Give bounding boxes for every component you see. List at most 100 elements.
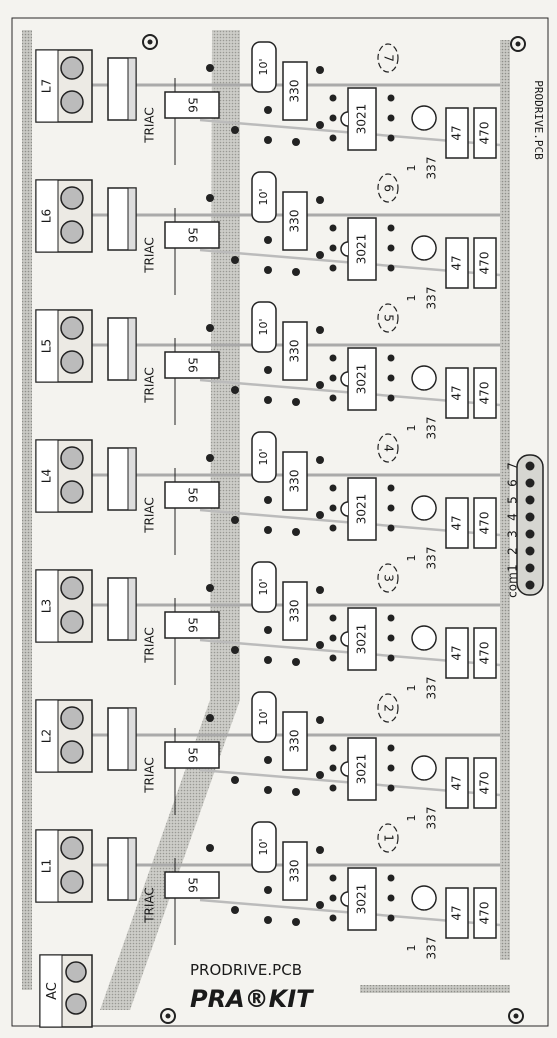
resistor-47-value: 47 [450, 385, 464, 400]
solder-pad [264, 136, 272, 144]
triac-tab [127, 707, 137, 771]
ic-pin [329, 524, 337, 532]
ic-pin [387, 94, 395, 102]
resistor-47-value: 47 [450, 125, 464, 140]
gate-resistor-value: 56 [186, 877, 200, 892]
connector-label: 4 [506, 513, 520, 521]
ic-pin [329, 264, 337, 272]
solder-pad [292, 398, 300, 406]
load-label: L2 [40, 729, 54, 743]
transistor-pin-label: 1 [405, 425, 418, 432]
channel-number: 2 [382, 704, 396, 712]
solder-pad [292, 918, 300, 926]
ic-pin [387, 654, 395, 662]
terminal-screw [60, 316, 84, 340]
solder-pad [264, 366, 272, 374]
ic-pin [329, 354, 337, 362]
solder-pad [264, 916, 272, 924]
gate-resistor [164, 481, 220, 509]
triac-tab [127, 187, 137, 251]
transistor [411, 885, 437, 911]
ic-pin [329, 244, 337, 252]
resistor-47-value: 47 [450, 905, 464, 920]
terminal-label-area [35, 309, 59, 383]
load-label: L7 [40, 79, 54, 93]
ic-pin [329, 224, 337, 232]
transistor-label: 337 [425, 157, 439, 180]
resistor-330-value: 330 [288, 80, 302, 103]
capacitor [251, 561, 277, 613]
channel-number-ring [377, 173, 399, 203]
terminal-screw [60, 836, 84, 860]
capacitor [251, 41, 277, 93]
load-label: L1 [40, 859, 54, 873]
gate-resistor [164, 221, 220, 249]
transistor-pin-label: 1 [405, 685, 418, 692]
transistor-label: 337 [425, 807, 439, 830]
resistor-330 [282, 711, 308, 771]
side-text: PRODRIVE.PCB [532, 80, 545, 160]
ic-pin [387, 244, 395, 252]
solder-pad [264, 786, 272, 794]
resistor-330-value: 330 [288, 470, 302, 493]
capacitor [251, 691, 277, 743]
terminal-screw [60, 610, 84, 634]
capacitor-value: 10' [257, 708, 270, 725]
channel-number: 7 [382, 54, 396, 62]
solder-pad [206, 584, 214, 592]
terminal-screw [60, 350, 84, 374]
terminal-label-area [35, 829, 59, 903]
solder-pad [264, 526, 272, 534]
ac-label: AC [45, 982, 60, 1000]
transistor [411, 235, 437, 261]
resistor-470-value: 470 [478, 772, 492, 795]
ic-pin [329, 654, 337, 662]
resistor-470 [473, 367, 497, 419]
gate-resistor-value: 56 [186, 617, 200, 632]
triac-label: TRIAC [143, 887, 157, 924]
resistor-470 [473, 627, 497, 679]
solder-pad [231, 256, 239, 264]
ic-pin [387, 614, 395, 622]
copper-rail-left [22, 30, 32, 990]
transistor-label: 337 [425, 547, 439, 570]
connector-pin [525, 478, 535, 488]
ic-notch [340, 501, 349, 517]
channel-number: 4 [382, 444, 396, 452]
ic-pin [387, 914, 395, 922]
ic-pin [387, 484, 395, 492]
copper-rail-bottom [360, 985, 510, 993]
optocoupler [347, 867, 377, 931]
solder-pad [264, 886, 272, 894]
solder-pad [231, 646, 239, 654]
terminal-screw [60, 740, 84, 764]
mount-hole-top-left [142, 34, 158, 50]
resistor-470 [473, 497, 497, 549]
ic-pin [329, 134, 337, 142]
gate-resistor-value: 56 [186, 747, 200, 762]
board-filename: PRODRIVE.PCB [190, 961, 302, 979]
mount-hole-bottom-right [508, 1008, 524, 1024]
gate-resistor-value: 56 [186, 357, 200, 372]
solder-pad [316, 456, 324, 464]
transistor-label: 337 [425, 677, 439, 700]
ic-pin [329, 114, 337, 122]
capacitor [251, 431, 277, 483]
triac-tab [127, 447, 137, 511]
solder-pad [264, 236, 272, 244]
ic-pin [387, 264, 395, 272]
connector-pin [525, 580, 535, 590]
terminal-screw [60, 576, 84, 600]
capacitor [251, 821, 277, 873]
solder-pad [264, 756, 272, 764]
resistor-470 [473, 887, 497, 939]
transistor [411, 365, 437, 391]
solder-pad [206, 64, 214, 72]
transistor [411, 625, 437, 651]
optocoupler [347, 607, 377, 671]
transistor-label: 337 [425, 417, 439, 440]
